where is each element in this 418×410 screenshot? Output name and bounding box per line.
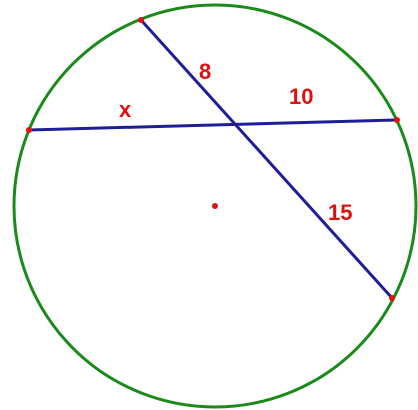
chord-endpoint-bottom bbox=[389, 295, 395, 301]
circle bbox=[12, 3, 418, 409]
label-upper-left-segment: 8 bbox=[199, 59, 211, 84]
label-lower-right-segment: 15 bbox=[328, 200, 352, 225]
chord-endpoint-top bbox=[138, 17, 144, 23]
label-right-segment: 10 bbox=[289, 84, 313, 109]
circle-center-point bbox=[212, 203, 218, 209]
chord-endpoint-right bbox=[394, 117, 400, 123]
label-left-segment: x bbox=[119, 97, 132, 122]
horizontal-chord bbox=[28, 118, 398, 132]
diagonal-chord bbox=[139, 18, 394, 300]
chord-endpoint-left bbox=[26, 127, 32, 133]
